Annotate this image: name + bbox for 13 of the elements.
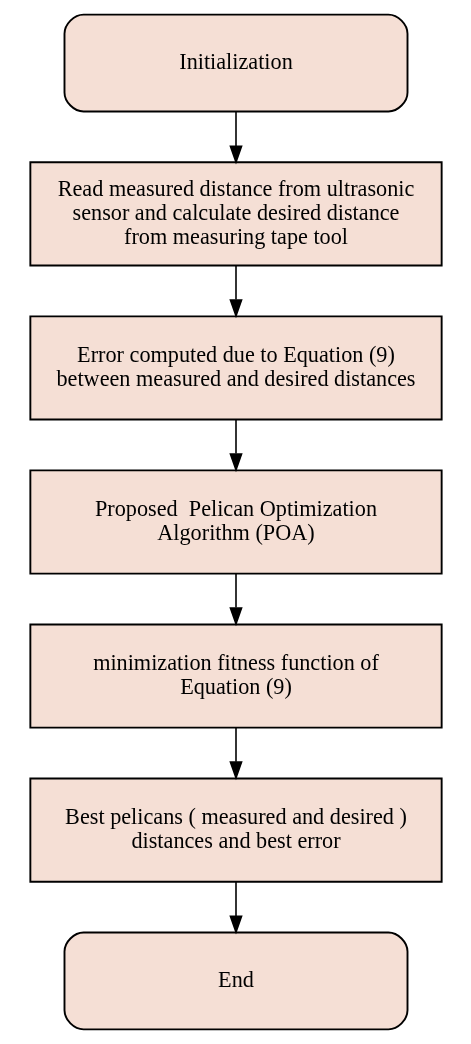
arrow [228, 727, 243, 781]
arrow [228, 111, 243, 165]
node-box: Proposed Pelican Optimization Algorithm (POA) [28, 469, 443, 575]
node-box: Read measured distance from ultrasonic sensor and calculate desired distance from measuring tape tool [28, 161, 443, 267]
arrow [228, 573, 243, 627]
node-box: Best pelicans ( measured and desired ) distances and best error [28, 777, 443, 883]
arrow [228, 881, 243, 935]
node-box: Error computed due to Equation (9) between measured and desired distances [28, 315, 443, 421]
node-box: End [63, 931, 408, 1031]
node-box: minimization fitness function of Equation (9) [28, 623, 443, 729]
arrow [228, 419, 243, 473]
arrow [228, 264, 243, 319]
node-box: Initialization [63, 13, 408, 113]
